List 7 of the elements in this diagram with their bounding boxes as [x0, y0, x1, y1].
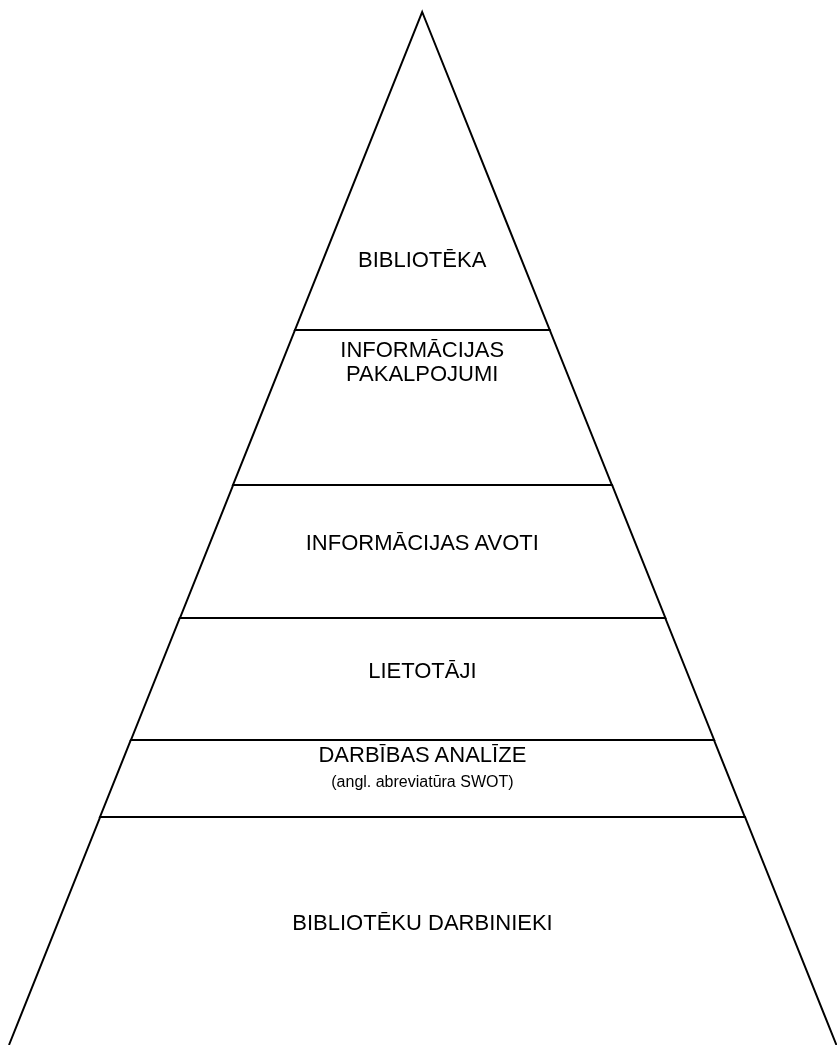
tier-label: LIETOTĀJI [368, 659, 477, 684]
tier-label: INFORMĀCIJAS PAKALPOJUMI [339, 338, 506, 387]
tier-label: INFORMĀCIJAS AVOTI [305, 531, 539, 556]
tier-note: (angl. abreviatūra SWOT) [331, 773, 514, 792]
tier-label: BIBLIOTĒKA [357, 247, 487, 272]
tier-label: DARBĪBAS ANALĪZE [318, 743, 527, 768]
tier-label: BIBLIOTĒKU DARBINIEKI [292, 911, 553, 936]
